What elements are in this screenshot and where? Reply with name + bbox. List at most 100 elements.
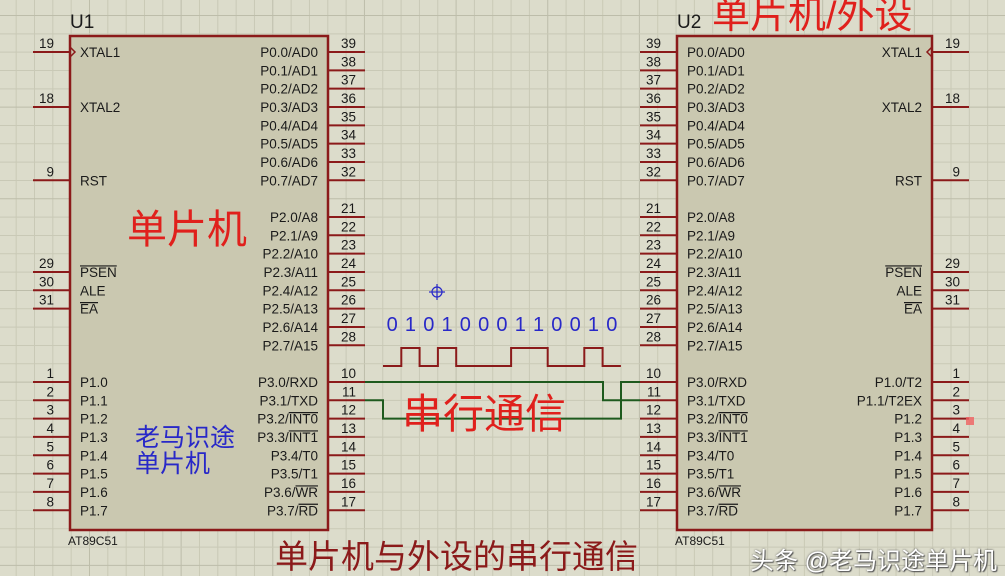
bit-label: 1 bbox=[533, 314, 544, 336]
pin-7[interactable]: 7P1.6 bbox=[894, 476, 969, 500]
pin-6[interactable]: 6P1.5 bbox=[33, 458, 108, 482]
u2-body[interactable] bbox=[675, 34, 934, 532]
pin-number: 29 bbox=[945, 256, 960, 271]
pin-3[interactable]: 3P1.2 bbox=[33, 403, 108, 427]
wire-txd-rxd[interactable] bbox=[365, 380, 640, 420]
pin-label: P0.6/AD6 bbox=[687, 155, 745, 170]
pin-number: 7 bbox=[952, 476, 960, 491]
u1-chip[interactable]: U1AT89C5119XTAL118XTAL29RST29PSEN30ALE31… bbox=[33, 12, 365, 548]
u2-ref: U2 bbox=[677, 12, 701, 33]
pin-2[interactable]: 2P1.1 bbox=[33, 384, 108, 408]
pin-label: P0.2/AD2 bbox=[260, 82, 318, 97]
pin-label: P2.7/A15 bbox=[262, 338, 318, 353]
clock-icon bbox=[925, 46, 933, 58]
pin-3[interactable]: 3P1.2 bbox=[894, 403, 969, 427]
pin-7[interactable]: 7P1.6 bbox=[33, 476, 108, 500]
pin-number: 7 bbox=[46, 476, 54, 491]
pin-number: 29 bbox=[39, 256, 54, 271]
pin-label: XTAL2 bbox=[80, 100, 120, 115]
pin-5[interactable]: 5P1.4 bbox=[894, 439, 969, 463]
pin-2[interactable]: 2P1.1/T2EX bbox=[857, 384, 969, 408]
pin-label: P3.1/TXD bbox=[687, 393, 746, 408]
pin-number: 15 bbox=[646, 458, 661, 473]
pin-8[interactable]: 8P1.7 bbox=[894, 494, 969, 518]
pin-4[interactable]: 4P1.3 bbox=[894, 421, 969, 445]
pin-8[interactable]: 8P1.7 bbox=[33, 494, 108, 518]
pin-6[interactable]: 6P1.5 bbox=[894, 458, 969, 482]
pin-number: 32 bbox=[646, 164, 661, 179]
pin-1[interactable]: 1P1.0 bbox=[33, 366, 108, 390]
bit-label: 1 bbox=[405, 314, 416, 336]
pin-5[interactable]: 5P1.4 bbox=[33, 439, 108, 463]
bit-label: 0 bbox=[387, 314, 398, 336]
u2-chip[interactable]: U2AT89C5139P0.0/AD038P0.1/AD137P0.2/AD23… bbox=[640, 12, 969, 548]
pin-4[interactable]: 4P1.3 bbox=[33, 421, 108, 445]
pin-1[interactable]: 1P1.0/T2 bbox=[875, 366, 969, 390]
pin-label: P2.2/A10 bbox=[262, 247, 318, 262]
u1-body[interactable] bbox=[68, 34, 330, 532]
bit-label: 0 bbox=[551, 314, 562, 336]
